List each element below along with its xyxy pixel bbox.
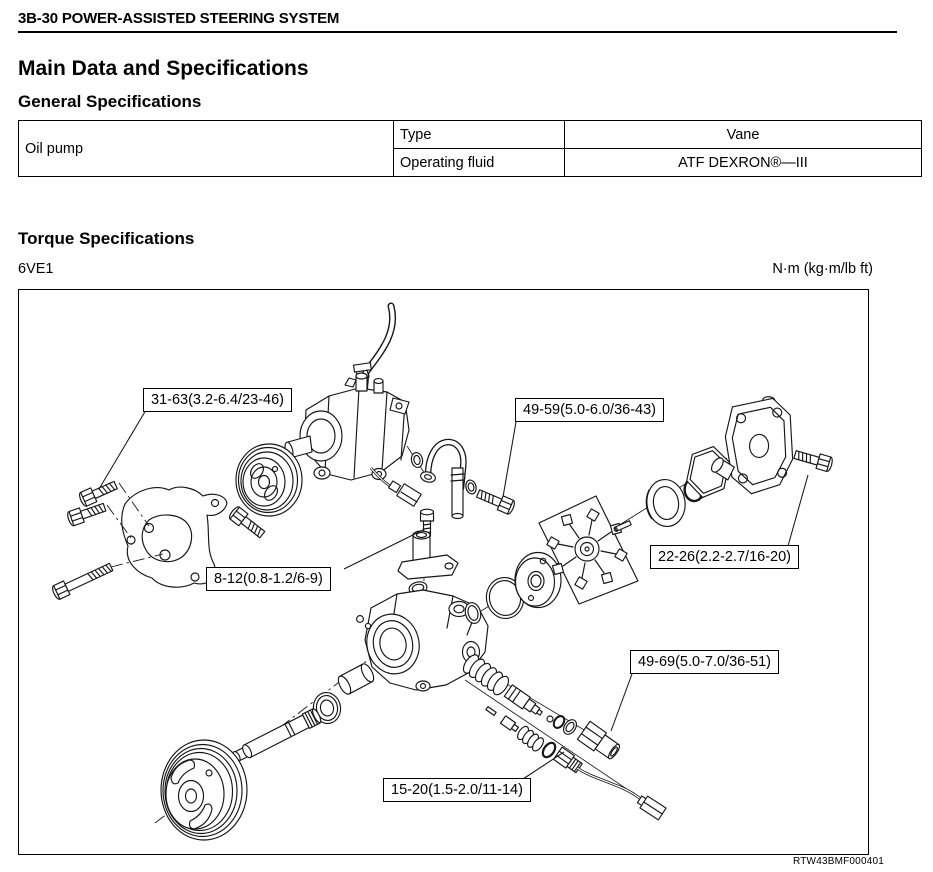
callout-suction-pipe-bolt: 49-59(5.0-6.0/36-43) xyxy=(515,398,664,422)
spec-property-cell: Type xyxy=(393,120,565,149)
general-spec-table: Oil pump Type Vane Operating fluid ATF D… xyxy=(18,120,922,177)
exploded-view-svg xyxy=(50,302,835,841)
rotor-vane-kit-drawing xyxy=(538,495,639,605)
callout-oil-pressure-switch: 15-20(1.5-2.0/11-14) xyxy=(383,778,531,802)
page-title: Main Data and Specifications xyxy=(18,57,309,80)
figure-code: RTW43BMF000401 xyxy=(793,856,884,867)
cam-ring-drawing xyxy=(645,479,686,527)
shaft-group-drawing xyxy=(232,663,375,763)
spec-item-cell: Oil pump xyxy=(18,120,394,177)
table-row: Oil pump Type Vane xyxy=(18,120,922,177)
bracket-bolts-drawing xyxy=(50,477,268,602)
rear-cover-drawing xyxy=(710,396,794,495)
drive-pulley-drawing xyxy=(235,443,303,517)
flow-control-valve-drawing xyxy=(503,684,578,735)
spec-value-cell: ATF DEXRON®—III xyxy=(564,148,922,177)
page-header: 3B-30 POWER-ASSISTED STEERING SYSTEM xyxy=(18,10,897,33)
suction-pipe-bolt-drawing xyxy=(465,479,517,516)
torque-diagram: 31-63(3.2-6.4/23-46) 49-59(5.0-6.0/36-43… xyxy=(18,289,869,855)
pump-assembly-drawing xyxy=(284,372,410,481)
suction-pipe-drawing xyxy=(420,438,467,520)
suction-flange-drawing xyxy=(397,530,459,595)
driven-pulley-drawing xyxy=(160,739,248,841)
pump-wire-connector-drawing xyxy=(370,467,422,507)
torque-units-label: N·m (kg·m/lb ft) xyxy=(772,261,873,277)
callout-rear-cover-bolt: 22-26(2.2-2.7/16-20) xyxy=(650,545,799,569)
drive-pin-drawing xyxy=(613,520,632,532)
page-header-title: 3B-30 POWER-ASSISTED STEERING SYSTEM xyxy=(18,10,340,27)
table-row: Operating fluid ATF DEXRON®—III xyxy=(19,148,922,177)
control-valve-spring-drawing xyxy=(462,654,510,696)
callout-leader-lines xyxy=(98,409,809,780)
mounting-bracket-drawing xyxy=(121,486,228,588)
spec-property-cell: Operating fluid xyxy=(393,148,565,177)
engine-model-label: 6VE1 xyxy=(18,261,54,277)
pressure-plate-drawing xyxy=(514,551,562,609)
callout-union-bolt: 8-12(0.8-1.2/6-9) xyxy=(206,567,331,591)
pressure-fitting-drawing xyxy=(576,720,621,760)
callout-pump-bracket-bolts: 31-63(3.2-6.4/23-46) xyxy=(143,388,292,412)
pump-housing-drawing xyxy=(356,589,489,692)
oil-pressure-sensor-drawing xyxy=(552,746,667,821)
rear-cover-bolt-drawing xyxy=(792,446,835,473)
spec-value-cell: Vane xyxy=(564,120,922,149)
callout-flow-control-fitting: 49-69(5.0-7.0/36-51) xyxy=(630,650,779,674)
sensor-parts-drawing xyxy=(485,706,557,759)
general-specs-heading: General Specifications xyxy=(18,92,202,111)
o-ring-outlet-drawing xyxy=(410,452,424,468)
torque-specs-heading: Torque Specifications xyxy=(18,229,195,248)
